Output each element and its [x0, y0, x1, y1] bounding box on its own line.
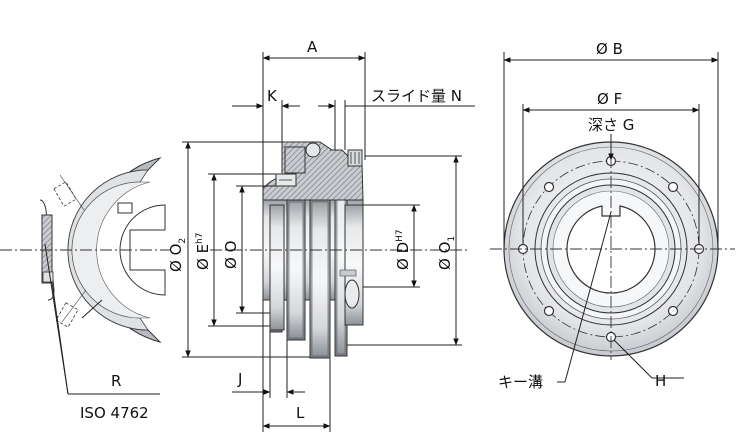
- label-key-groove: キー溝: [498, 373, 543, 391]
- label-phi-B: Ø B: [596, 40, 623, 58]
- socket-screw: [41, 214, 53, 284]
- label-A: A: [307, 38, 318, 56]
- label-iso: ISO 4762: [80, 404, 149, 422]
- label-R: R: [111, 372, 121, 390]
- side-view: [210, 141, 470, 359]
- mounting-holes: [517, 155, 705, 343]
- label-phi-O1: Ø O1: [436, 236, 457, 270]
- label-L: L: [296, 404, 305, 422]
- label-phi-O: Ø O: [222, 241, 240, 269]
- label-H: H: [655, 372, 666, 390]
- label-phi-E: Ø Eh7: [194, 233, 212, 271]
- label-K: K: [267, 87, 278, 105]
- label-slide-amount: スライド量 N: [371, 87, 462, 105]
- label-phi-D: Ø DH7: [394, 229, 412, 270]
- label-depth-G: 深さ G: [588, 116, 634, 134]
- bore: [566, 205, 656, 294]
- left-partial-view: [0, 157, 170, 395]
- front-dimension-lines: [503, 52, 719, 383]
- label-phi-O2: Ø O2: [167, 238, 188, 272]
- label-J: J: [237, 370, 242, 388]
- dimension-lines: [182, 52, 475, 432]
- front-view: [490, 136, 735, 360]
- label-phi-F: Ø F: [597, 90, 622, 108]
